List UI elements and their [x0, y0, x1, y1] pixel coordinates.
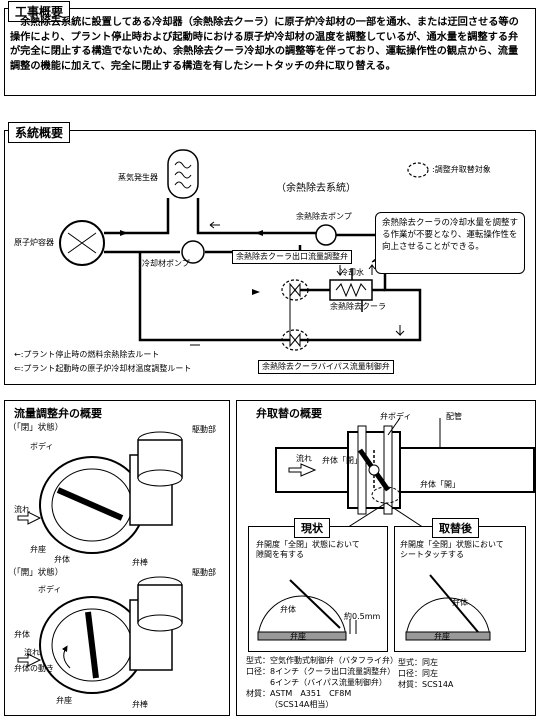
- coolant-pump-label: 冷却材ポンプ: [142, 259, 190, 268]
- valve-body-label: 弁ボディ: [380, 412, 412, 421]
- flow-label-open: 流れ: [24, 648, 40, 657]
- outlet-valve-label: 余熱除去クーラ出口流量調整弁: [232, 250, 352, 264]
- disc-open-label: 弁体「開」: [420, 480, 460, 489]
- coolant-pump-icon: [181, 240, 205, 264]
- after-title: 取替後: [432, 518, 479, 538]
- stem-label-open: 弁棒: [132, 700, 148, 709]
- current-disc-label: 弁体: [280, 605, 296, 614]
- seat-label-closed: 弁座: [30, 545, 46, 554]
- legend-start: ⇐:プラント起動時の原子炉冷却材温度調整ルート: [14, 364, 192, 373]
- after-spec-mat: 材質：SCS14A: [398, 680, 454, 689]
- legend-stop: ←:プラント停止時の燃料余熱除去ルート: [14, 350, 160, 359]
- bypass-valve-label: 余熱除去クーラバイパス流量制御弁: [258, 360, 394, 374]
- reactor-vessel-label: 原子炉容器: [14, 238, 54, 247]
- system-title: 系統概要: [8, 122, 71, 143]
- flow-label-closed: 流れ: [14, 505, 30, 514]
- current-seat-label: 弁座: [290, 632, 306, 641]
- overview-title: 工事概要: [8, 1, 71, 22]
- rhr-cooler-label: 余熱除去クーラ: [330, 302, 386, 311]
- after-disc-label: 弁体: [452, 598, 468, 607]
- current-title: 現状: [294, 518, 330, 538]
- current-spec-size2: 6インチ（バイパス流量制御弁）: [270, 678, 387, 687]
- overview-text: 余熱除去系統に設置してある冷却器（余熱除去クーラ）に原子炉冷却材の一部を通水、ま…: [10, 17, 519, 72]
- after-desc: 弁開度「全閉」状態においてシートタッチする: [400, 540, 504, 559]
- current-gap-label: 約0.5mm: [344, 612, 381, 621]
- steam-generator-icon: [167, 149, 199, 199]
- disc-label-closed: 弁体: [54, 555, 70, 564]
- disc-motion-label: 弁体の動き: [14, 664, 54, 673]
- actuator-label-closed: 駆動部: [192, 425, 216, 434]
- overview-box: [4, 8, 536, 96]
- stem-label-closed: 弁棒: [132, 558, 148, 567]
- current-spec-mat2: （SCS14A相当）: [270, 700, 334, 709]
- current-spec-size1: 口径：8インチ（クーラ出口流量調整弁）: [246, 667, 396, 676]
- current-spec-type: 型式：空気作動式制御弁（バタフライ弁）: [246, 656, 398, 665]
- after-spec-size: 口径：同左: [398, 669, 438, 678]
- seat-label-open: 弁座: [56, 696, 72, 705]
- body-label-closed: ボディ: [30, 442, 54, 451]
- after-spec-type: 型式：同左: [398, 658, 438, 667]
- closed-valve-drawing: [17, 431, 183, 554]
- closed-state-label: （「閉」状態）: [8, 423, 64, 433]
- disc-closed-label: 弁体「閉」: [322, 456, 362, 465]
- system-name: （余熱除去系統）: [276, 183, 356, 194]
- reactor-vessel-icon: [59, 220, 105, 266]
- current-spec-mat1: 材質：ASTM A351 CF8M: [246, 689, 352, 698]
- legend-target-label: :調整弁取替対象: [432, 165, 491, 174]
- piping-label: 配管: [446, 412, 462, 421]
- replacement-title: 弁取替の概要: [256, 407, 322, 420]
- rhr-pump-label: 余熱除去ポンプ: [296, 212, 352, 221]
- open-state-label: （「開」状態）: [8, 568, 64, 578]
- disc-label-open: 弁体: [14, 630, 30, 639]
- callout-note: 余熱除去クーラの冷却水量を調整する作業が不要となり、運転操作性を向上させることが…: [375, 212, 525, 274]
- open-valve-drawing: [17, 576, 183, 694]
- after-seat-label: 弁座: [434, 632, 450, 641]
- actuator-label-open: 駆動部: [192, 568, 216, 577]
- replacement-flow-label: 流れ: [296, 454, 312, 463]
- steam-generator-label: 蒸気発生器: [118, 173, 158, 182]
- flow-valve-title: 流量調整弁の概要: [14, 407, 102, 420]
- cooling-water-label: 冷却水: [340, 268, 364, 277]
- legend-target-marker: [407, 162, 429, 178]
- body-label-open: ボディ: [38, 585, 62, 594]
- current-desc: 弁開度「全閉」状態において隙間を有する: [256, 540, 360, 559]
